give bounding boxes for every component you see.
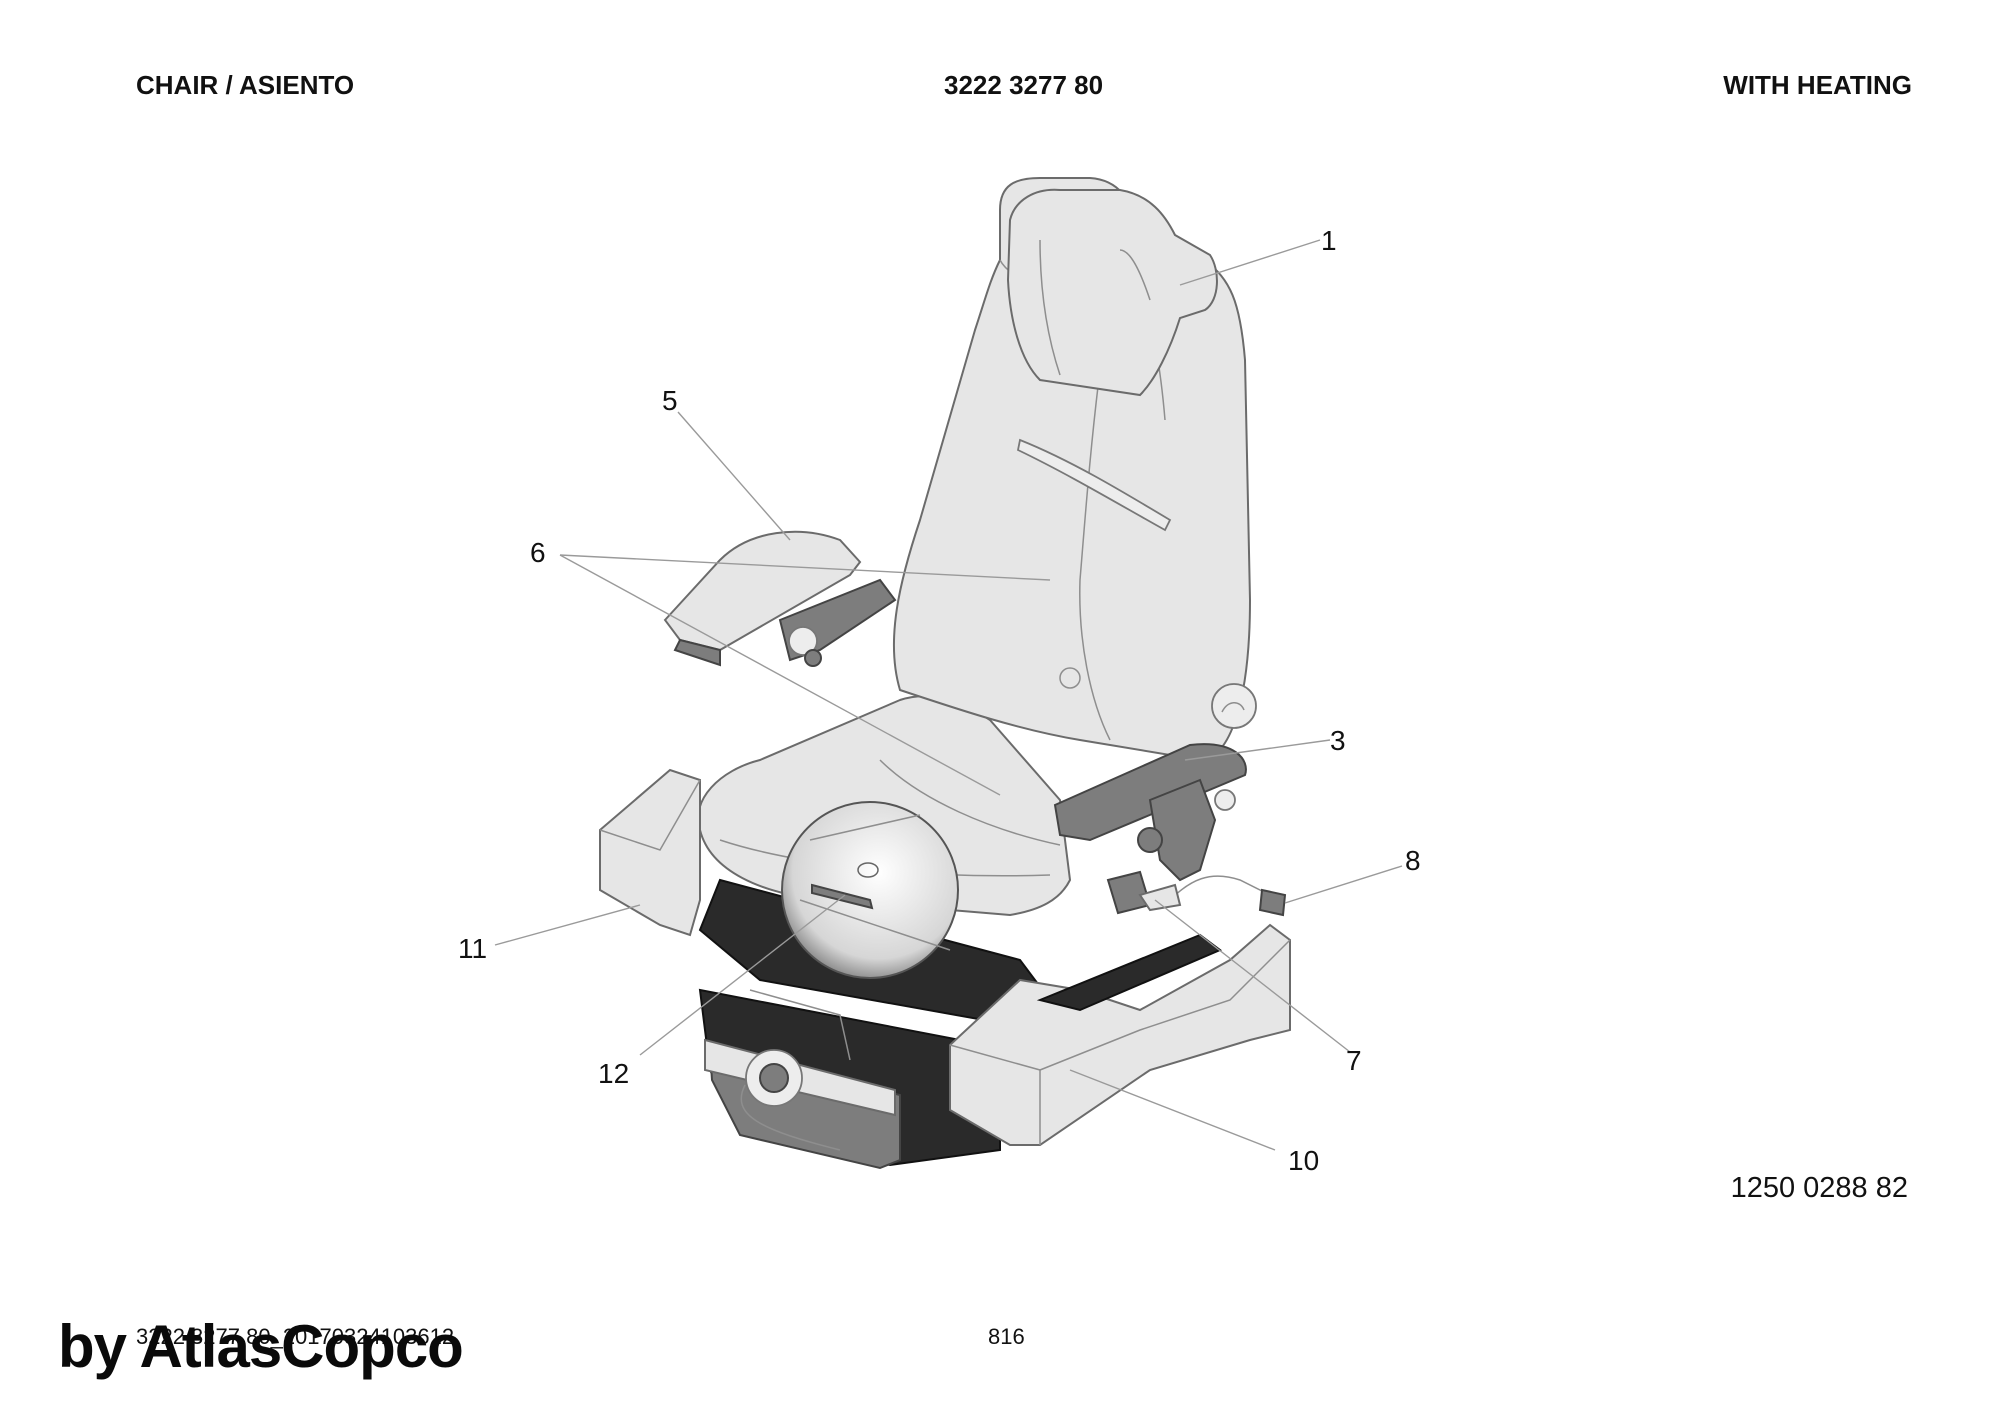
leader-6a (559, 554, 1051, 581)
leader-10 (1069, 1069, 1276, 1151)
callout-6: 6 (530, 537, 546, 568)
heating-cable (1169, 875, 1287, 917)
leader-8 (1284, 865, 1403, 904)
leader-12 (639, 894, 846, 1056)
leader-1 (1179, 239, 1321, 286)
footer-page-number: 816 (988, 1324, 1025, 1349)
heating-element-detail-circle (781, 801, 959, 979)
leader-3 (1184, 739, 1331, 761)
seat-belt-buckle (1106, 870, 1182, 915)
callout-5: 5 (662, 385, 678, 416)
leader-5 (677, 411, 791, 541)
footer-document-id: 3222 3277 80_20170324103612 (136, 1324, 455, 1349)
leader-6b (559, 554, 1001, 796)
callout-3: 3 (1330, 725, 1346, 756)
right-side-panel (949, 923, 1291, 1146)
seat-suspension-base (698, 988, 1001, 1170)
callout-7: 7 (1346, 1045, 1362, 1076)
part-number: 3222 3277 80 (944, 70, 1104, 100)
callout-12: 12 (598, 1058, 629, 1089)
leader-11 (494, 904, 641, 946)
header-title: CHAIR / ASIENTO (136, 70, 355, 100)
headrest (1006, 188, 1218, 397)
callout-labels: 1 5 6 3 8 11 7 12 10 (458, 225, 1421, 1176)
drawing-number: 1250 0288 82 (1730, 1172, 1908, 1204)
callout-1: 1 (1321, 225, 1337, 256)
callout-8: 8 (1405, 845, 1421, 876)
left-side-panel (599, 768, 701, 937)
leader-7 (1154, 899, 1351, 1053)
variant-label: WITH HEATING (1723, 70, 1912, 100)
callout-11: 11 (458, 933, 487, 964)
watermark: by AtlasCopco (58, 1313, 464, 1380)
left-armrest (663, 530, 897, 667)
callout-10: 10 (1288, 1145, 1319, 1176)
right-armrest (1053, 743, 1247, 882)
leader-lines (494, 239, 1403, 1151)
